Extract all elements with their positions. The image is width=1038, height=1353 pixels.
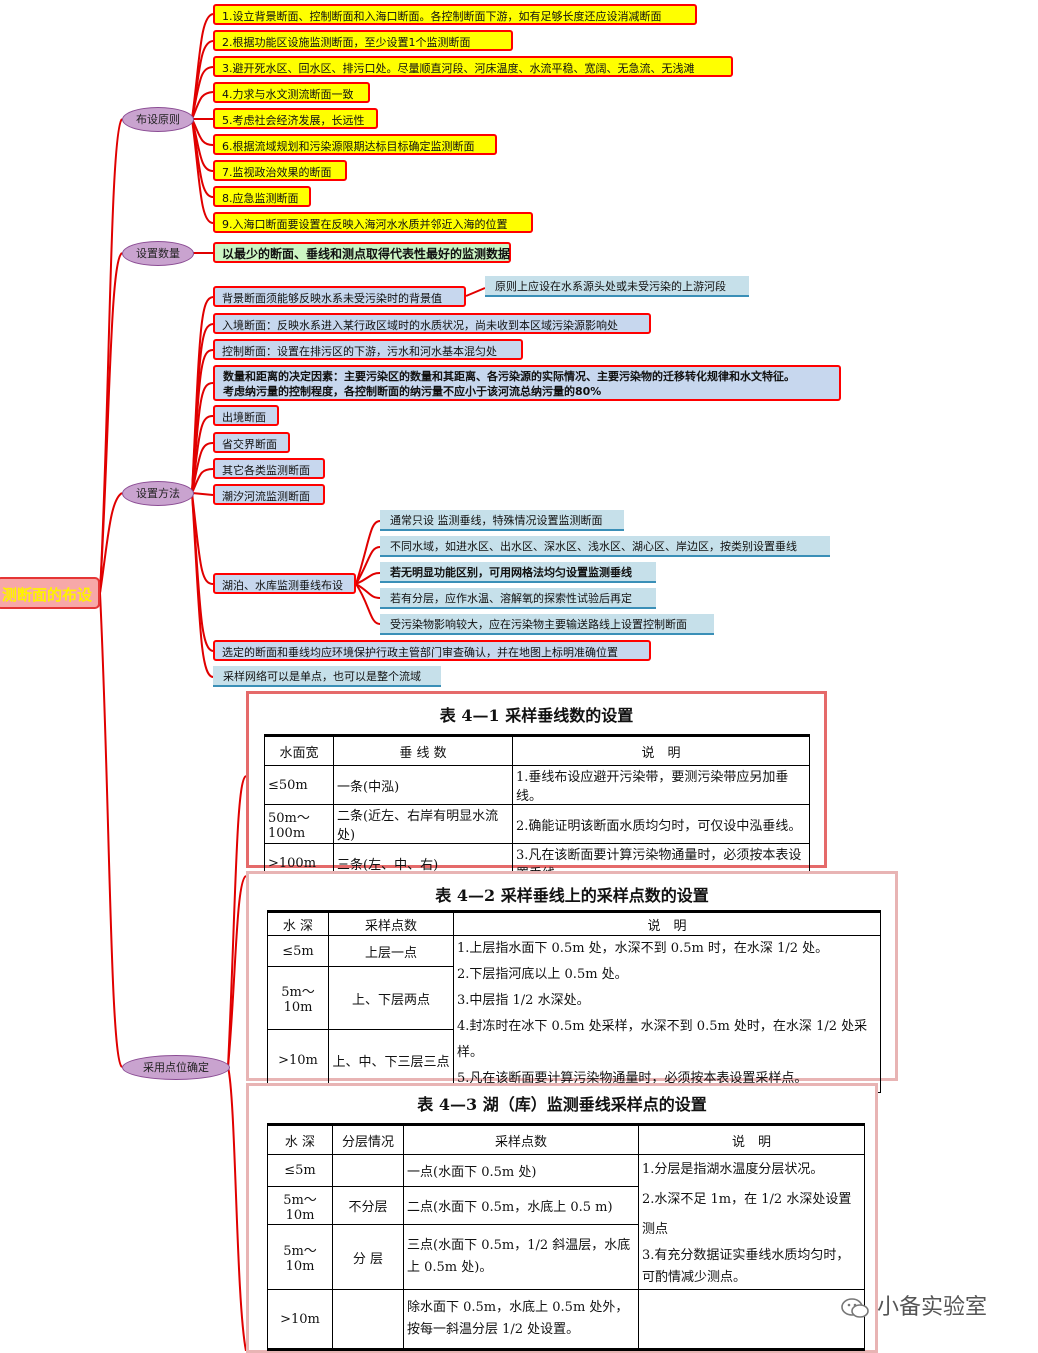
principle-node[interactable]: 3.避开死水区、回水区、排污口处。尽量顺直河段、河床温度、水流平稳、宽阔、无急流… [213, 56, 733, 77]
table-header: 水 深 [267, 1123, 333, 1155]
table-row: 5m～10m 分 层 三点(水面下 0.5m，1/2 斜温层，水底上 0.5m … [267, 1224, 865, 1290]
principle-node[interactable]: 4.力求与水文测流断面一致 [213, 82, 370, 103]
watermark-text: 小备实验室 [877, 1295, 988, 1320]
table-row: ≤5m 一点(水面下 0.5m 处) 1.分层是指湖水温度分层状况。 2.水深不… [267, 1153, 865, 1290]
table-cell: 5m～10m [267, 1186, 333, 1226]
table-notes-cell: 1.分层是指湖水温度分层状况。 2.水深不足 1m，在 1/2 水深处设置测点 … [638, 1154, 865, 1290]
exit-section-node[interactable]: 出境断面 [213, 405, 279, 426]
table-row: 5m～10m 上、下层两点 [267, 966, 881, 1031]
table-note: 1.分层是指湖水温度分层状况。 [642, 1162, 824, 1177]
table-note: 3.有充分数据证实垂线水质均匀时，可酌情减少测点。 [642, 1248, 850, 1285]
table-title: 表 4—2 采样垂线上的采样点数的设置 [435, 886, 709, 905]
table-title: 表 4—1 采样垂线数的设置 [439, 706, 634, 725]
table-cell: ≤50m [264, 765, 334, 805]
table-4-3: 水 深 分层情况 采样点数 说 明 ≤5m 一点(水面下 0.5m 处) 1.分… [267, 1123, 865, 1351]
table-cell: 1.垂线布设应避开污染带，要测污染带应另加垂线。 [512, 765, 810, 805]
table-note: 2.水深不足 1m，在 1/2 水深处设置测点 [642, 1192, 852, 1237]
table-cell: 不分层 [332, 1186, 404, 1226]
control-section-node[interactable]: 控制断面：设置在排污区的下游，污水和河水基本混匀处 [213, 339, 523, 360]
tidal-section-node[interactable]: 潮汐河流监测断面 [213, 484, 325, 505]
table-header: 水面宽 [264, 734, 334, 766]
lake-item-node[interactable]: 若无明显功能区别，可用网格法均匀设置监测垂线 [380, 562, 656, 583]
table-cell [332, 1153, 404, 1188]
table-4-3-frame: 表 4—3 湖（库）监测垂线采样点的设置 水 深 分层情况 采样点数 说 明 ≤… [246, 1083, 878, 1353]
table-4-2: 水 深 采样点数 说 明 ≤5m 上层一点 1.上层指水面下 0.5m 处，水深… [267, 910, 881, 1094]
principle-node[interactable]: 7.监视政治效果的断面 [213, 160, 347, 181]
table-cell: 5m～10m [267, 966, 329, 1031]
table-header: 采样点数 [328, 910, 454, 936]
table-cell: 二点(水面下 0.5m，水底上 0.5 m) [403, 1186, 639, 1226]
lake-item-node[interactable]: 受污染物影响较大，应在污染物主要输送路线上设置控制断面 [380, 614, 714, 635]
table-cell: 一点(水面下 0.5m 处) [403, 1153, 639, 1188]
lake-item-node[interactable]: 若有分层，应作水温、溶解氧的探索性试验后再定 [380, 588, 656, 609]
category-methods[interactable]: 设置方法 [122, 481, 194, 506]
table-cell: 分 层 [332, 1224, 404, 1290]
table-note: 1.上层指水面下 0.5m 处，水深不到 0.5m 时，在水深 1/2 处。 [457, 941, 829, 956]
table-cell: 除水面下 0.5m，水底上 0.5m 处外，按每一斜温分层 1/2 处设置。 [403, 1289, 639, 1351]
table-header: 采样点数 [403, 1123, 639, 1155]
factor-line: 数量和距离的决定因素：主要污染区的数量和其距离、各污染源的实际情况、主要污染物的… [223, 370, 795, 383]
table-header: 说 明 [453, 910, 881, 936]
table-title: 表 4—3 湖（库）监测垂线采样点的设置 [417, 1095, 707, 1114]
table-note: 2.下层指河底以上 0.5m 处。 [457, 967, 628, 982]
table-row: ≤50m 一条(中泓) 1.垂线布设应避开污染带，要测污染带应另加垂线。 [264, 765, 810, 805]
table-row: 50m～100m 二条(近左、右岸有明显水流处) 2.确能证明该断面水质均匀时，… [264, 804, 810, 844]
table-header: 说 明 [512, 734, 810, 766]
table-cell: ≤5m [267, 1153, 333, 1188]
table-row: 5m～10m 不分层 二点(水面下 0.5m，水底上 0.5 m) [267, 1186, 865, 1226]
background-section-node[interactable]: 背景断面须能够反映水系未受污染时的背景值 [213, 286, 466, 307]
factor-line: 考虑纳污量的控制程度，各控制断面的纳污量不应小于该河流总纳污量的80% [223, 385, 602, 398]
principle-node[interactable]: 8.应急监测断面 [213, 186, 311, 207]
other-section-node[interactable]: 其它各类监测断面 [213, 458, 325, 479]
table-notes-cell: 1.上层指水面下 0.5m 处，水深不到 0.5m 时，在水深 1/2 处。 2… [453, 935, 881, 1093]
principle-node[interactable]: 6.根据流域规划和污染源限期达标目标确定监测断面 [213, 134, 497, 155]
table-cell: 50m～100m [264, 804, 334, 844]
wechat-icon [841, 1298, 869, 1318]
factor-node[interactable]: 数量和距离的决定因素：主要污染区的数量和其距离、各污染源的实际情况、主要污染物的… [213, 365, 841, 401]
background-note-node[interactable]: 原则上应设在水系源头处或未受污染的上游河段 [485, 276, 749, 297]
quantity-node[interactable]: 以最少的断面、垂线和测点取得代表性最好的监测数据 [213, 242, 511, 263]
table-cell: 上、下层两点 [328, 966, 454, 1031]
principle-node[interactable]: 5.考虑社会经济发展，长远性 [213, 108, 378, 129]
table-cell: 一条(中泓) [333, 765, 513, 805]
root-topic[interactable]: 测断面的布设 [0, 577, 100, 609]
table-header: 说 明 [638, 1123, 865, 1155]
table-cell: 上层一点 [328, 934, 454, 968]
table-cell: 2.确能证明该断面水质均匀时，可仅设中泓垂线。 [512, 804, 810, 844]
category-principles[interactable]: 布设原则 [122, 107, 194, 132]
principle-node[interactable]: 9.入海口断面要设置在反映入海河水水质并邻近入海的位置 [213, 212, 533, 233]
entry-section-node[interactable]: 入境断面：反映水系进入某行政区域时的水质状况，尚未收到本区域污染源影响处 [213, 313, 651, 334]
table-note: 4.封冻时在冰下 0.5m 处采样，水深不到 0.5m 处时，在水深 1/2 处… [457, 1019, 868, 1060]
table-row: >10m 除水面下 0.5m，水底上 0.5m 处外，按每一斜温分层 1/2 处… [267, 1289, 865, 1351]
table-4-2-frame: 表 4—2 采样垂线上的采样点数的设置 水 深 采样点数 说 明 ≤5m 上层一… [246, 871, 898, 1094]
table-4-1: 水面宽 垂 线 数 说 明 ≤50m 一条(中泓) 1.垂线布设应避开污染带，要… [264, 734, 810, 885]
border-section-node[interactable]: 省交界断面 [213, 432, 290, 453]
lake-item-node[interactable]: 通常只设 监测垂线，特殊情况设置监测断面 [380, 510, 624, 531]
principle-node[interactable]: 2.根据功能区设施监测断面，至少设置1个监测断面 [213, 30, 513, 51]
table-cell: 二条(近左、右岸有明显水流处) [333, 804, 513, 844]
table-cell [332, 1289, 404, 1351]
table-header: 水 深 [267, 910, 329, 936]
category-points[interactable]: 采用点位确定 [122, 1055, 230, 1080]
table-note: 3.中层指 1/2 水深处。 [457, 993, 590, 1008]
network-node[interactable]: 采样网络可以是单点，也可以是整个流域 [213, 666, 441, 687]
table-header: 分层情况 [332, 1123, 404, 1155]
category-quantity[interactable]: 设置数量 [122, 241, 194, 266]
lake-item-node[interactable]: 不同水域，如进水区、出水区、深水区、浅水区、湖心区、岸边区，按类别设置垂线 [380, 536, 830, 557]
table-cell: 三点(水面下 0.5m，1/2 斜温层，水底上 0.5m 处)。 [403, 1224, 639, 1290]
table-cell: >10m [267, 1289, 333, 1351]
table-cell: 5m～10m [267, 1224, 333, 1290]
watermark: 小备实验室 [840, 1289, 987, 1321]
principle-node[interactable]: 1.设立背景断面、控制断面和入海口断面。各控制断面下游，如有足够长度还应设消减断… [213, 4, 697, 25]
table-header: 垂 线 数 [333, 734, 513, 766]
table-cell [638, 1289, 865, 1351]
lake-vertical-node[interactable]: 湖泊、水库监测垂线布设 [213, 573, 356, 594]
table-cell: ≤5m [267, 934, 329, 968]
table-4-1-frame: 表 4—1 采样垂线数的设置 水面宽 垂 线 数 说 明 ≤50m 一条(中泓)… [246, 691, 827, 885]
table-row: ≤5m 上层一点 1.上层指水面下 0.5m 处，水深不到 0.5m 时，在水深… [267, 934, 881, 1093]
table-note: 5.凡在该断面要计算污染物通量时，必须按本表设置采样点。 [457, 1071, 808, 1086]
approve-node[interactable]: 选定的断面和垂线均应环境保护行政主管部门审查确认，并在地图上标明准确位置 [213, 640, 651, 661]
